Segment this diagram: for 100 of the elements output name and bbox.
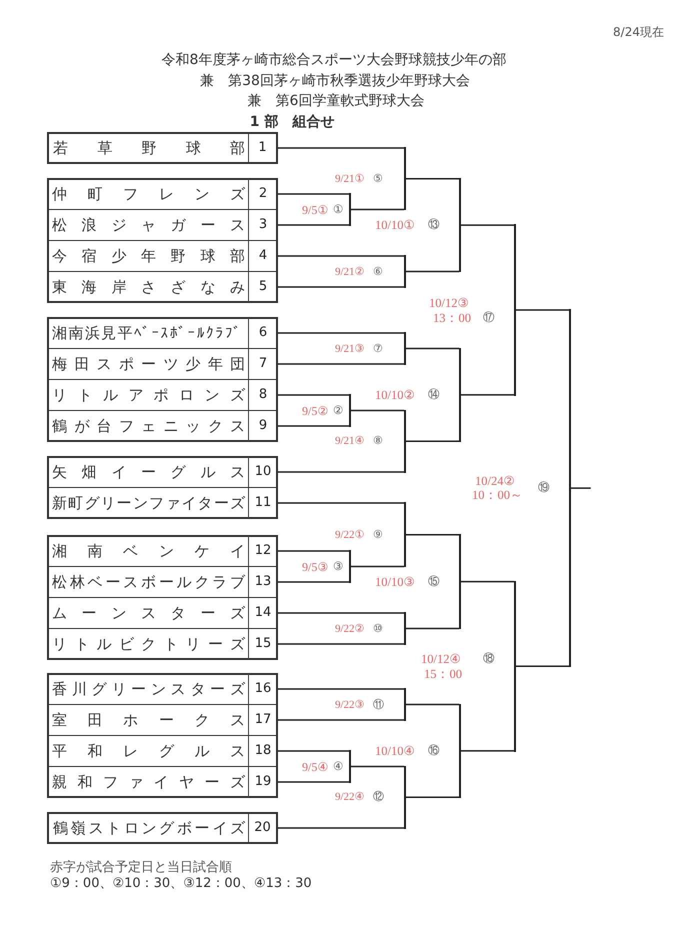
bracket-line [406, 704, 460, 706]
team-name: 矢畑イーグルス [48, 457, 249, 487]
bracket-line [278, 394, 350, 396]
team-name: 新町グリーンファイターズ [48, 488, 249, 518]
bracket-line [278, 332, 404, 334]
match-schedule: 9/22① [335, 528, 365, 542]
bracket-line [278, 193, 350, 195]
bracket-line [516, 309, 570, 311]
bracket-line [278, 224, 350, 226]
match-schedule: 10/12④ [421, 652, 462, 666]
match-number: ⑬ [428, 218, 440, 232]
team-name: 平和レグルス [48, 736, 249, 766]
match-number: ⑭ [428, 388, 440, 402]
match-schedule: 9/21③ [335, 342, 365, 356]
bracket-line [406, 534, 460, 536]
team-number: 15 [254, 635, 272, 653]
team-number: 9 [258, 417, 268, 435]
team-name: 松林ベースボールクラブ [48, 567, 249, 597]
team-name: リトルアポロンズ [48, 380, 249, 410]
match-schedule: 10/12③ [429, 296, 470, 310]
team-name: 梅田スポーツ少年団 [48, 349, 249, 379]
footnote: 赤字が試合予定日と当日試合順 [50, 860, 232, 876]
match-number: ⑤ [373, 172, 383, 186]
match-number: ⑱ [483, 652, 495, 666]
bracket-line [460, 394, 514, 396]
bracket-line [406, 628, 460, 630]
team-number: 18 [254, 742, 272, 760]
match-number: ⑲ [538, 481, 550, 496]
bracket-line [278, 581, 350, 583]
team-row [47, 812, 278, 844]
team-number: 2 [258, 185, 268, 203]
bracket-line [278, 286, 404, 288]
bracket-line [278, 471, 404, 473]
match-schedule: 9/5③ [302, 560, 328, 574]
bracket-line [278, 363, 404, 365]
team-name: 湘南ベンケイ [48, 536, 249, 566]
bracket-line [460, 580, 514, 582]
team-number: 10 [254, 463, 272, 481]
match-schedule: 9/21④ [335, 434, 365, 448]
match-schedule: 10/10③ [375, 574, 416, 589]
team-name: リトルビクトリーズ [48, 629, 249, 659]
match-number: ⑥ [373, 264, 383, 278]
match-number: ⑦ [373, 342, 383, 356]
subtitle: 兼 第38回茅ヶ崎市秋季選抜少年野球大会 [200, 73, 470, 89]
group-frame [47, 317, 278, 442]
bracket-line [460, 750, 514, 752]
match-schedule: 10/24② [475, 474, 516, 488]
bracket-line [406, 796, 460, 798]
match-schedule: 15：00 [424, 666, 462, 681]
match-number: ⑩ [373, 622, 383, 636]
match-schedule: 13：00 [433, 310, 471, 324]
group-frame [47, 673, 278, 798]
match-number: ⑰ [483, 310, 495, 324]
group-frame [47, 535, 278, 660]
team-number: 7 [258, 355, 268, 373]
team-name: 香川グリーンスターズ [48, 674, 249, 704]
section-heading: 1 部 組合せ [250, 114, 334, 130]
bracket-line [278, 147, 404, 149]
team-name: 東海岸さざなみ [48, 272, 249, 302]
team-name: 鶴が台フェニックス [48, 411, 249, 441]
match-number: ④ [333, 760, 344, 774]
bracket-line [406, 270, 460, 272]
footnote: ①9：00、②10：30、③12：00、④13：30 [50, 876, 312, 892]
match-number: ⑪ [373, 698, 384, 712]
team-row [47, 132, 278, 164]
bracket-line [406, 348, 460, 350]
bracket-line [516, 666, 570, 667]
team-name: ムーンスターズ [48, 598, 249, 628]
bracket-line [570, 487, 591, 489]
team-name: 親和ファイヤーズ [48, 767, 249, 797]
match-number: ③ [333, 560, 344, 574]
match-schedule: 10/10① [375, 218, 416, 232]
team-number: 13 [254, 573, 272, 591]
bracket-line [350, 410, 404, 412]
team-number: 17 [254, 711, 272, 729]
team-number: 19 [254, 773, 272, 791]
team-number: 5 [258, 278, 268, 296]
bracket-line [278, 643, 404, 645]
team-number: 16 [254, 680, 272, 698]
team-name: 湘南浜見平ﾍﾞｰｽﾎﾞｰﾙｸﾗﾌﾞ [48, 318, 249, 348]
group-frame [47, 456, 278, 519]
subtitle: 兼 第6回学童軟式野球大会 [248, 93, 424, 109]
bracket-line [278, 827, 404, 829]
match-schedule: 10/10④ [375, 744, 416, 758]
team-name: 松浪ジャガース [48, 210, 249, 240]
match-schedule: 10：00～ [472, 488, 523, 502]
team-number: 11 [254, 494, 272, 512]
match-number: ⑨ [373, 528, 383, 542]
team-number: 12 [254, 542, 272, 560]
bracket-line [278, 550, 350, 552]
team-name: 室田ホークス [48, 705, 249, 735]
team-number: 14 [254, 604, 272, 622]
group-frame [47, 178, 278, 303]
team-name: 仲町フレンズ [48, 179, 249, 209]
as-of-date: 8/24現在 [613, 24, 664, 40]
match-schedule: 9/21② [335, 264, 365, 278]
title: 令和8年度茅ヶ崎市総合スポーツ大会野球競技少年の部 [162, 52, 506, 68]
team-number: 3 [258, 216, 268, 234]
match-schedule: 9/21① [335, 172, 365, 186]
match-schedule: 9/22③ [335, 698, 365, 712]
